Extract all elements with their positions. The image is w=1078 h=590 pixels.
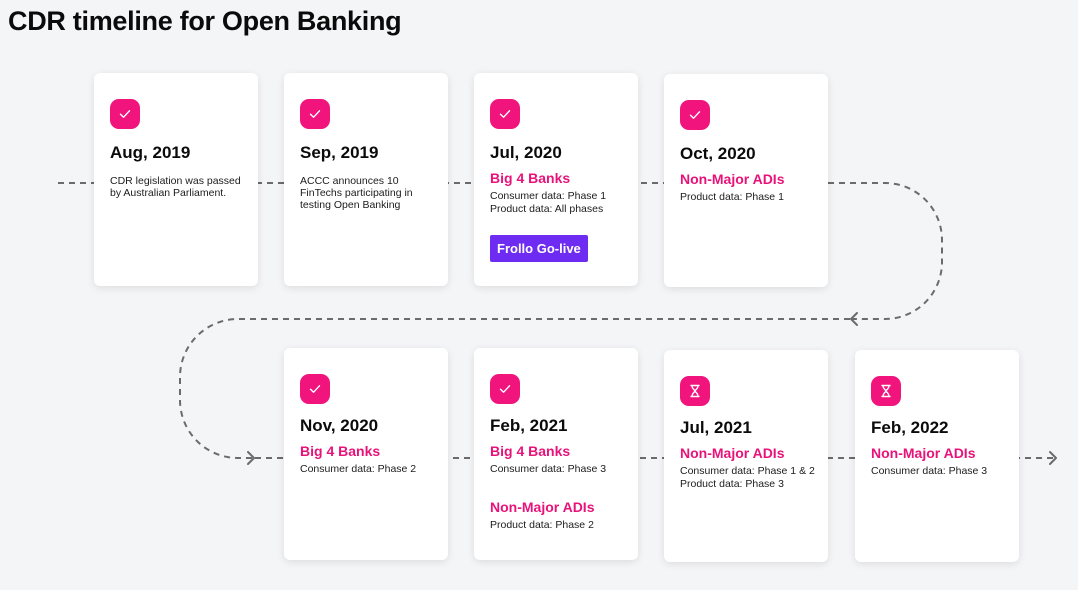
group-heading: Big 4 Banks [490, 443, 571, 459]
group-detail: Consumer data: Phase 3 [871, 465, 988, 477]
check-icon [490, 374, 520, 404]
group-detail: Product data: Phase 1 [680, 191, 784, 203]
hourglass-icon [871, 376, 901, 406]
group-heading: Big 4 Banks [300, 443, 381, 459]
group-heading: Big 4 Banks [490, 170, 571, 186]
milestone-date: Oct, 2020 [680, 144, 756, 163]
check-icon [300, 374, 330, 404]
milestone-date: Feb, 2022 [871, 418, 949, 437]
check-icon [300, 99, 330, 129]
group-heading: Non-Major ADIs [680, 171, 785, 187]
check-icon [490, 99, 520, 129]
group-heading: Non-Major ADIs [871, 445, 976, 461]
group-detail: Consumer data: Phase 2 [300, 463, 417, 475]
group-heading: Non-Major ADIs [680, 445, 785, 461]
milestone-date: Nov, 2020 [300, 416, 379, 435]
check-icon [110, 99, 140, 129]
milestone-date: Sep, 2019 [300, 143, 379, 162]
milestone-description: CDR legislation was passed by Australian… [110, 175, 241, 199]
group-detail: Consumer data: Phase 1 & 2 [680, 465, 815, 477]
frollo-go-live-badge[interactable]: Frollo Go-live [490, 235, 588, 262]
group-detail: Consumer data: Phase 3 [490, 463, 607, 475]
group-detail: Product data: All phases [490, 203, 604, 215]
page-title: CDR timeline for Open Banking [8, 6, 402, 36]
milestone-description: ACCC announces 10 FinTechs participating… [300, 175, 413, 211]
milestone-date: Aug, 2019 [110, 143, 191, 162]
group-heading: Non-Major ADIs [490, 499, 595, 515]
group-detail: Product data: Phase 2 [490, 519, 594, 531]
group-detail: Product data: Phase 3 [680, 478, 784, 490]
check-icon [680, 100, 710, 130]
milestone-date: Jul, 2021 [680, 418, 752, 437]
hourglass-icon [680, 376, 710, 406]
milestone-date: Jul, 2020 [490, 143, 562, 162]
milestone-date: Feb, 2021 [490, 416, 568, 435]
group-detail: Consumer data: Phase 1 [490, 190, 607, 202]
